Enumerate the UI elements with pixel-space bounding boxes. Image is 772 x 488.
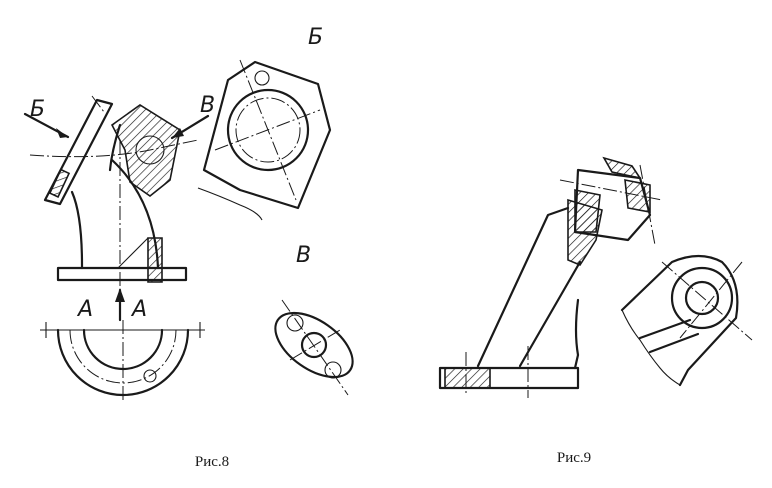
body-outline-left: [70, 190, 84, 270]
hub-right-section: [624, 179, 651, 213]
figure-9-side-view: [620, 254, 753, 387]
view-label-b-arrow: Б: [30, 97, 45, 122]
view-label-b-title: Б: [308, 25, 323, 50]
oval-pad-outline: [274, 311, 354, 379]
flange-axis-top: [91, 95, 105, 113]
section-a-a-view: [40, 320, 205, 402]
base-flange: [56, 266, 188, 282]
oval-pad-hole-top: [286, 314, 304, 332]
arm-outer-edge: [476, 206, 570, 368]
flange-outline: [202, 60, 332, 210]
figure-9-caption: Рис.9: [557, 450, 591, 466]
upper-boss-bore: [135, 135, 165, 165]
oval-pad-bore: [300, 331, 328, 359]
arm-right-web: [573, 298, 580, 370]
oval-pad-axis-cross: [289, 329, 341, 361]
oval-pad-axis-main: [281, 299, 349, 396]
figure-9-main-view: [438, 156, 663, 398]
hub-top-section: [602, 156, 642, 180]
arrow-b-head: [56, 128, 68, 138]
lug-outer-circle: [670, 266, 734, 330]
bolt-hole: [143, 369, 157, 383]
flange-axis-cross: [214, 109, 321, 151]
curved-axis: [29, 139, 199, 158]
break-line: [197, 187, 263, 221]
hub-left-section: [574, 189, 601, 233]
lug-axis-diag: [661, 261, 753, 341]
left-flange-section: [48, 168, 71, 198]
arm-inner-edge: [518, 260, 582, 368]
section-label-a-right: А: [130, 297, 147, 322]
flange-bore-outer: [226, 88, 310, 172]
section-label-a-left: А: [76, 297, 93, 322]
lug-bore: [684, 280, 720, 316]
view-label-v-arrow: В: [200, 93, 215, 118]
view-label-v-title: В: [296, 243, 311, 268]
hub-axis-vertical: [639, 164, 656, 246]
view-v: В: [274, 243, 354, 396]
lug-rib-line-2: [648, 332, 700, 354]
base-foot-section: [444, 367, 491, 389]
figure-8-caption: Рис.8: [195, 454, 229, 470]
base-fillet: [117, 237, 149, 269]
left-flange-plate: [43, 98, 114, 206]
view-b: Б: [197, 25, 332, 221]
lug-rib-line-1: [638, 318, 692, 340]
hub-axis: [559, 179, 663, 201]
lug-outline: [620, 254, 739, 387]
flange-bore-dashed: [235, 97, 301, 163]
arrow-v-head: [172, 128, 184, 138]
lug-axis-cross: [679, 261, 743, 339]
base-foot: [438, 366, 580, 390]
lower-wall-section: [147, 237, 163, 283]
outer-half-ring: [56, 328, 190, 397]
arrow-a-head: [115, 288, 125, 302]
figure-8-main-view: Б В А А: [23, 93, 215, 322]
oval-pad-hole-bottom: [324, 361, 342, 379]
flange-bolt-hole: [254, 70, 270, 86]
side-break-line: [621, 309, 681, 386]
